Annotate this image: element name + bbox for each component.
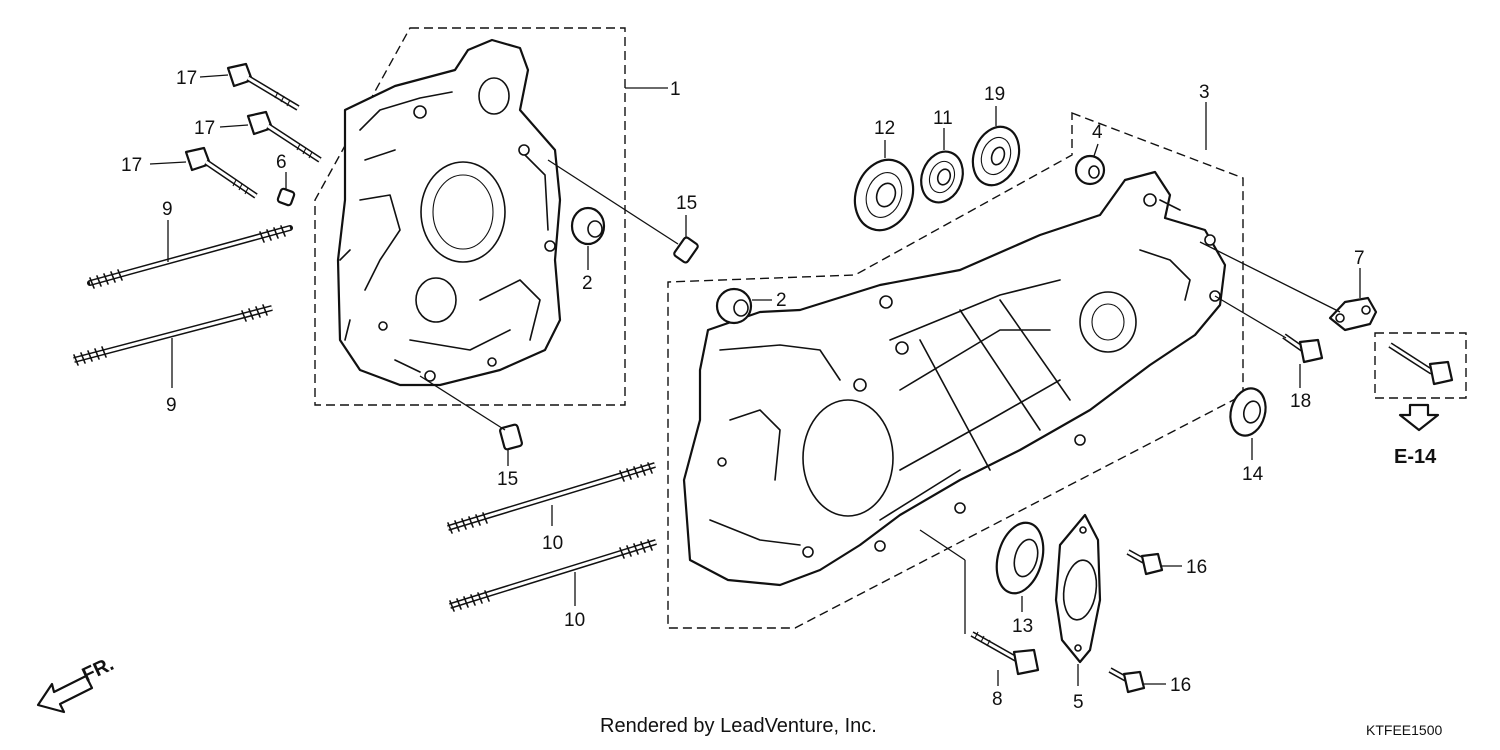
bolt-16-lower	[1108, 667, 1146, 694]
callout-6: 6	[276, 152, 287, 173]
left-crankcase-half	[682, 170, 1227, 587]
diagram-code: KTFEE1500	[1366, 722, 1442, 738]
bearing-19	[971, 125, 1021, 187]
callout-3: 3	[1199, 82, 1210, 103]
bolt-17-lower	[184, 146, 258, 199]
right-crankcase-group-box	[314, 27, 626, 406]
reference-arrow-down	[1398, 403, 1440, 432]
callout-13: 13	[1012, 616, 1033, 637]
callout-5: 5	[1073, 692, 1084, 713]
callout-9-upper: 9	[162, 199, 173, 220]
callout-10-lower: 10	[564, 610, 585, 631]
stud-9-upper	[87, 225, 293, 289]
callout-12: 12	[874, 118, 895, 139]
bolt-17-top	[226, 62, 300, 111]
callout-7: 7	[1354, 248, 1365, 269]
callout-4: 4	[1092, 122, 1103, 143]
stud-10-lower	[449, 539, 657, 612]
right-crankcase-half	[336, 38, 562, 387]
callout-17-middle: 17	[194, 118, 215, 139]
callout-1: 1	[670, 79, 681, 100]
callout-17-top: 17	[176, 68, 197, 89]
reference-e14: E-14	[1394, 446, 1437, 468]
callout-17-lower: 17	[121, 155, 142, 176]
dowel-6	[276, 187, 296, 207]
bolt-18	[1282, 333, 1324, 364]
callout-11: 11	[933, 108, 953, 129]
bearing-2-right	[570, 206, 606, 246]
oil-seal-13	[995, 521, 1045, 595]
callout-8: 8	[992, 689, 1003, 710]
callout-14: 14	[1242, 464, 1264, 485]
dowel-15-lower	[499, 423, 523, 451]
front-direction-arrow	[36, 674, 94, 714]
stud-9-lower	[73, 304, 273, 366]
left-crankcase-group-box	[667, 111, 1244, 629]
callout-10-upper: 10	[542, 533, 563, 554]
bolt-e14	[1388, 342, 1454, 386]
bolt-16-upper	[1126, 549, 1164, 576]
callout-16-upper: 16	[1186, 557, 1207, 578]
cover-plate-5	[1054, 513, 1102, 664]
bolt-8	[970, 631, 1040, 676]
callout-2-right: 2	[582, 273, 593, 294]
callout-19: 19	[984, 84, 1005, 105]
bearing-4	[1074, 154, 1106, 186]
credit-text: Rendered by LeadVenture, Inc.	[600, 715, 877, 737]
e14-group-box	[1374, 332, 1467, 399]
callout-18: 18	[1290, 391, 1311, 412]
bearing-12	[853, 158, 915, 232]
bearing-11	[920, 150, 964, 204]
callout-15-lower: 15	[497, 469, 518, 490]
bracket-7	[1328, 296, 1378, 332]
bearing-2-left	[715, 287, 753, 325]
callout-15-upper: 15	[676, 193, 697, 214]
oil-seal-14	[1229, 387, 1267, 437]
leader-lines	[149, 74, 1361, 686]
callout-9-lower: 9	[166, 395, 177, 416]
callout-16-lower: 16	[1170, 675, 1191, 696]
dowel-15-upper	[673, 236, 699, 264]
bolt-17-middle	[246, 110, 322, 163]
stud-10-upper	[447, 462, 656, 534]
callout-2-left: 2	[776, 290, 787, 311]
